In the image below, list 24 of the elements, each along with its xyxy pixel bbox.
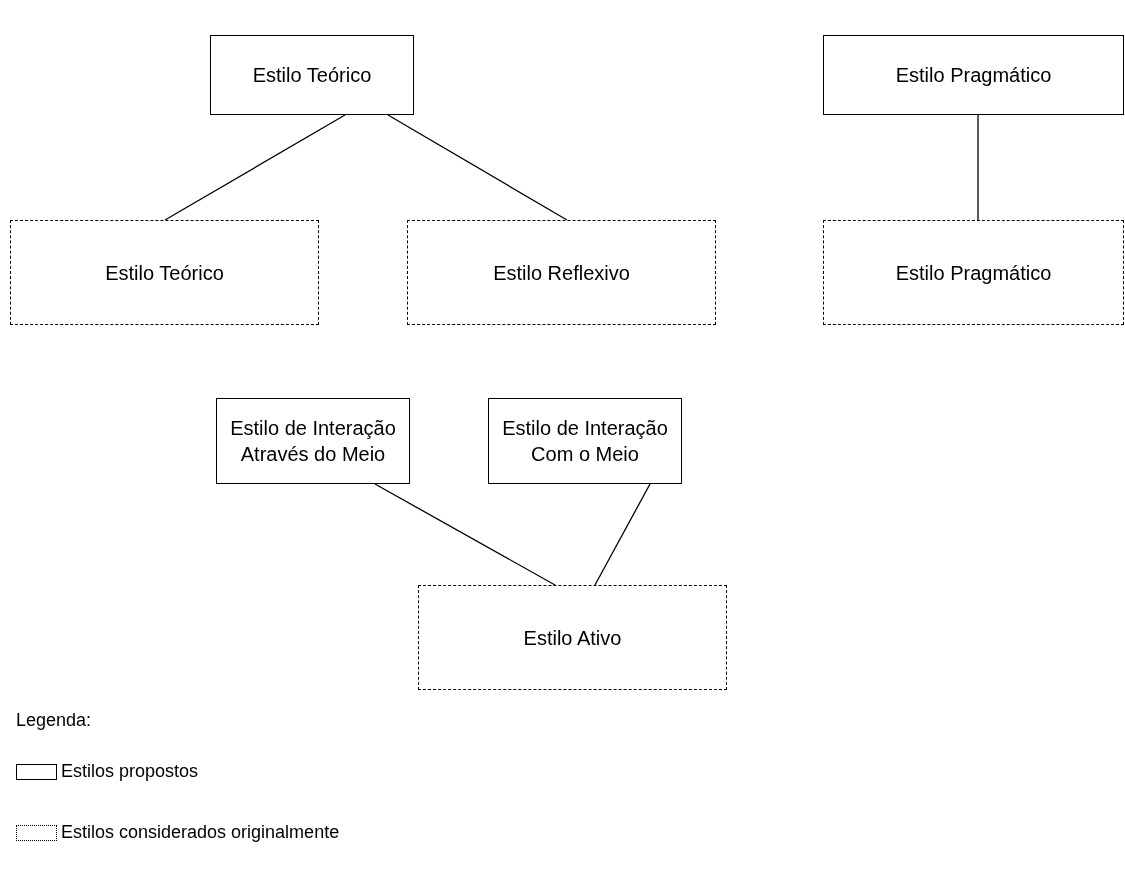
process-box — [823, 35, 1124, 115]
node-label: Estilo Pragmático — [894, 63, 1053, 88]
process-box — [216, 398, 410, 484]
node-label: Estilo de Interação Através do Meio — [229, 416, 397, 467]
connector-line — [374, 483, 556, 586]
legend-text: Estilos propostos — [61, 760, 199, 783]
node-label: Estilo Teórico — [104, 260, 225, 286]
connector-line — [594, 483, 651, 586]
dashed-box — [823, 220, 1124, 325]
dashed-box — [407, 220, 716, 325]
process-box — [210, 35, 414, 115]
node-label: Estilo Pragmático — [894, 260, 1053, 286]
legend-text: Estilos considerados originalmente — [61, 821, 340, 844]
legend-title: Legenda: — [16, 709, 92, 732]
connector-line — [164, 114, 346, 221]
dashed-box — [10, 220, 319, 325]
process-box — [488, 398, 682, 484]
node-label: Estilo Reflexivo — [492, 260, 631, 286]
connector-line — [977, 114, 979, 221]
connector-line — [387, 114, 568, 221]
dashed-box — [418, 585, 727, 690]
node-label: Estilo Teórico — [251, 63, 373, 88]
node-label: Estilo de Interação Com o Meio — [501, 416, 669, 467]
node-label: Estilo Ativo — [522, 625, 623, 651]
